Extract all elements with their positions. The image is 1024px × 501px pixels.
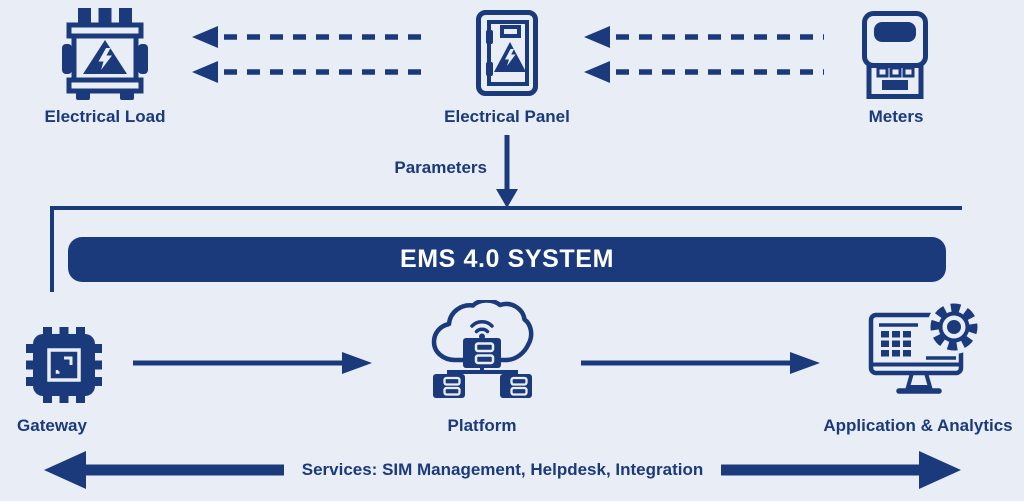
frame-top-line: [50, 206, 962, 210]
dashed-arrow-meters-to-panel-top: [584, 26, 824, 48]
smart-meter-icon: [862, 11, 928, 99]
meters-label: Meters: [868, 107, 924, 126]
ems-system-banner: EMS 4.0 SYSTEM: [68, 237, 946, 282]
electrical-panel-icon: [476, 10, 538, 96]
ems-system-title: EMS 4.0 SYSTEM: [399, 245, 614, 273]
chip-icon: [26, 327, 102, 403]
electrical-load-label: Electrical Load: [44, 107, 166, 126]
application-analytics-label: Application & Analytics: [823, 416, 1013, 435]
cloud-servers-icon: [431, 300, 534, 398]
services-label: Services: SIM Management, Helpdesk, Inte…: [301, 460, 704, 479]
dashed-arrow-panel-to-load-top: [192, 26, 428, 48]
frame-left-line: [50, 206, 54, 292]
dashed-arrow-panel-to-load-bottom: [192, 61, 428, 83]
services-double-arrow: [44, 451, 961, 489]
platform-label: Platform: [447, 416, 517, 435]
arrow-gateway-to-platform: [133, 352, 372, 374]
parameters-down-arrow: [496, 135, 518, 208]
parameters-label: Parameters: [394, 158, 487, 177]
gateway-label: Gateway: [17, 416, 87, 435]
monitor-gear-icon: [868, 303, 981, 394]
transformer-icon: [62, 8, 148, 100]
dashed-arrow-meters-to-panel-bottom: [584, 61, 824, 83]
arrow-platform-to-application: [581, 352, 820, 374]
electrical-panel-label: Electrical Panel: [444, 107, 570, 126]
